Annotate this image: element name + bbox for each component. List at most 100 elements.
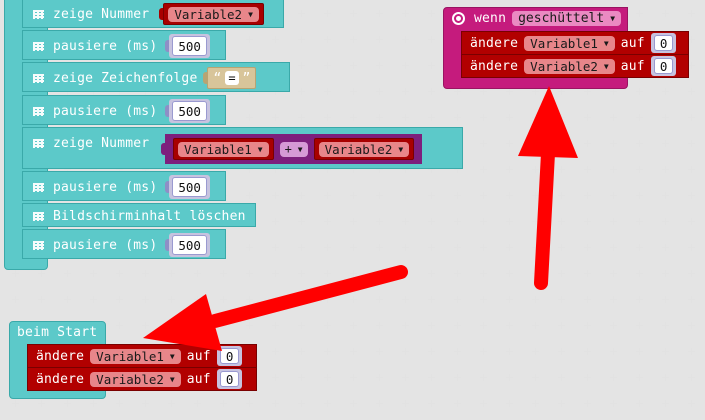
grid-cross xyxy=(688,218,695,225)
grid-cross xyxy=(402,114,409,121)
grid-cross xyxy=(688,114,695,121)
grid-cross xyxy=(324,374,331,381)
grid-cross xyxy=(480,218,487,225)
variable-dropdown[interactable]: Variable1 ▼ xyxy=(90,348,181,364)
variable-dropdown[interactable]: Variable2 ▼ xyxy=(90,371,181,387)
led-grid-icon xyxy=(33,240,44,250)
variable-dropdown[interactable]: Variable2 ▼ xyxy=(168,6,259,22)
chevron-down-icon: ▼ xyxy=(297,144,303,154)
grid-cross xyxy=(298,192,305,199)
grid-cross xyxy=(610,88,617,95)
grid-cross xyxy=(558,322,565,329)
variable-block[interactable]: Variable2 ▼ xyxy=(163,3,264,25)
chevron-down-icon: ▼ xyxy=(603,38,609,48)
grid-cross xyxy=(662,114,669,121)
math-operation-block[interactable]: Variable1 ▼ + ▼ Variable2 ▼ xyxy=(165,134,423,164)
grid-cross xyxy=(428,114,435,121)
grid-cross xyxy=(38,270,45,277)
operator-dropdown[interactable]: + ▼ xyxy=(279,141,308,157)
grid-cross xyxy=(662,140,669,147)
led-grid-icon xyxy=(33,9,44,19)
grid-cross xyxy=(532,348,539,355)
grid-cross xyxy=(350,114,357,121)
grid-cross xyxy=(246,270,253,277)
block-label: zeige Zeichenfolge xyxy=(53,70,198,86)
pause-block[interactable]: pausiere (ms) 500 xyxy=(22,229,226,259)
grid-cross xyxy=(584,374,591,381)
clear-screen-block[interactable]: Bildschirminhalt löschen xyxy=(22,203,256,227)
grid-cross xyxy=(194,270,201,277)
grid-cross xyxy=(246,166,253,173)
variable-dropdown[interactable]: Variable1 ▼ xyxy=(178,141,269,157)
grid-cross xyxy=(402,400,409,407)
grid-cross xyxy=(506,218,513,225)
set-variable-block[interactable]: ändere Variable1 ▼ auf 0 xyxy=(27,344,257,368)
grid-cross xyxy=(688,322,695,329)
grid-cross xyxy=(428,374,435,381)
grid-cross xyxy=(454,166,461,173)
string-input[interactable]: = xyxy=(225,71,239,85)
grid-cross xyxy=(428,400,435,407)
variable-block[interactable]: Variable1 ▼ xyxy=(173,138,274,160)
grid-cross xyxy=(506,348,513,355)
grid-cross xyxy=(142,400,149,407)
grid-cross xyxy=(636,296,643,303)
set-variable-block[interactable]: ändere Variable2 ▼ auf 0 xyxy=(27,367,257,391)
pause-ms-input[interactable]: 500 xyxy=(172,235,207,255)
grid-cross xyxy=(272,36,279,43)
input-notch xyxy=(159,8,165,20)
grid-cross xyxy=(376,270,383,277)
grid-cross xyxy=(506,166,513,173)
show-string-block[interactable]: zeige Zeichenfolge “ = ” xyxy=(22,62,290,92)
grid-cross xyxy=(584,218,591,225)
pause-block[interactable]: pausiere (ms) 500 xyxy=(22,171,226,201)
pause-block[interactable]: pausiere (ms) 500 xyxy=(22,30,226,60)
grid-cross xyxy=(480,270,487,277)
grid-cross xyxy=(506,192,513,199)
block-label: zeige Nummer xyxy=(53,135,150,151)
variable-dropdown[interactable]: Variable2 ▼ xyxy=(524,58,615,74)
text-block[interactable]: “ = ” xyxy=(207,67,257,89)
grid-cross xyxy=(636,192,643,199)
grid-cross xyxy=(376,192,383,199)
grid-cross xyxy=(402,322,409,329)
variable-dropdown[interactable]: Variable2 ▼ xyxy=(318,141,410,157)
set-variable-block[interactable]: ändere Variable2 ▼ auf 0 xyxy=(461,54,689,78)
grid-cross xyxy=(246,192,253,199)
grid-cross xyxy=(298,10,305,17)
grid-cross xyxy=(220,400,227,407)
grid-cross xyxy=(454,192,461,199)
grid-cross xyxy=(558,400,565,407)
gesture-dropdown[interactable]: geschüttelt ▼ xyxy=(512,10,622,26)
pause-ms-input[interactable]: 500 xyxy=(172,177,207,197)
grid-cross xyxy=(454,296,461,303)
chevron-down-icon: ▼ xyxy=(610,13,616,23)
grid-cross xyxy=(532,218,539,225)
grid-cross xyxy=(636,88,643,95)
pause-ms-input[interactable]: 500 xyxy=(172,36,207,56)
show-number-block[interactable]: zeige Nummer Variable2 ▼ xyxy=(22,0,284,28)
block-label: pausiere (ms) xyxy=(53,103,158,119)
block-label: pausiere (ms) xyxy=(53,179,158,195)
grid-cross xyxy=(454,244,461,251)
grid-cross xyxy=(168,270,175,277)
pause-block[interactable]: pausiere (ms) 500 xyxy=(22,95,226,125)
grid-cross xyxy=(558,270,565,277)
open-quote-icon: “ xyxy=(213,70,222,86)
set-variable-block[interactable]: ändere Variable1 ▼ auf 0 xyxy=(461,31,689,55)
value-input[interactable]: 0 xyxy=(653,58,674,74)
variable-block[interactable]: Variable2 ▼ xyxy=(313,138,415,160)
arrow-left-annotation xyxy=(143,265,408,351)
number-input-wrapper: 0 xyxy=(650,56,677,76)
value-input[interactable]: 0 xyxy=(219,348,240,364)
value-input[interactable]: 0 xyxy=(653,35,674,51)
grid-cross xyxy=(558,296,565,303)
grid-cross xyxy=(662,322,669,329)
variable-dropdown[interactable]: Variable1 ▼ xyxy=(524,35,615,51)
grid-cross xyxy=(272,296,279,303)
value-input[interactable]: 0 xyxy=(219,371,240,387)
show-number-block[interactable]: zeige Nummer Variable1 ▼ + ▼ Variable2 xyxy=(22,127,463,169)
pause-ms-input[interactable]: 500 xyxy=(172,101,207,121)
grid-cross xyxy=(194,400,201,407)
